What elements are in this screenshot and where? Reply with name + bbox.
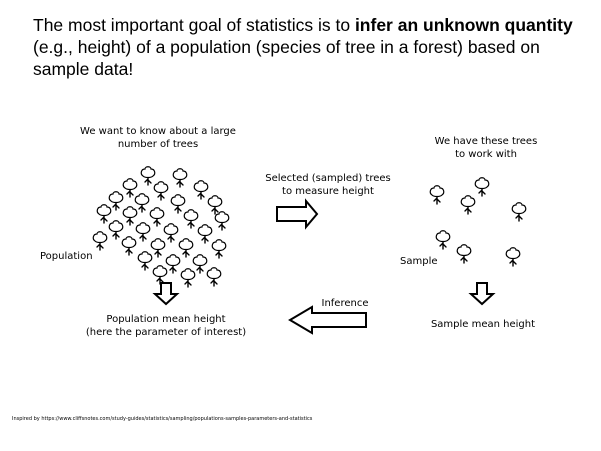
tree-icon (170, 194, 186, 214)
tree-icon (121, 236, 137, 256)
tree-icon (456, 244, 472, 264)
tree-icon (460, 195, 476, 215)
title-text-part1: The most important goal of statistics is… (33, 15, 355, 35)
tree-icon (149, 207, 165, 227)
arrow-left-icon (288, 305, 367, 335)
tree-icon (92, 231, 108, 251)
tree-icon (180, 268, 196, 288)
arrow-down-icon (468, 282, 496, 306)
sample-caption-line1: We have these trees (434, 136, 538, 147)
title-text-part2: (e.g., height) of a population (species … (33, 37, 540, 79)
tree-icon (211, 239, 227, 259)
tree-icon (214, 211, 230, 231)
tree-icon (192, 254, 208, 274)
tree-icon (505, 247, 521, 267)
tree-icon (435, 230, 451, 250)
population-label: Population (40, 251, 93, 262)
tree-icon (96, 204, 112, 224)
population-mean-line2: (here the parameter of interest) (85, 327, 247, 338)
tree-icon (108, 220, 124, 240)
inference-label: Inference (321, 298, 369, 309)
slide-title: The most important goal of statistics is… (33, 14, 585, 80)
tree-icon (122, 206, 138, 226)
tree-icon (172, 168, 188, 188)
selected-caption-line1: Selected (sampled) trees (265, 173, 391, 184)
arrow-right-icon (276, 198, 319, 230)
tree-icon (193, 180, 209, 200)
population-mean-line1: Population mean height (106, 314, 226, 325)
tree-icon (163, 223, 179, 243)
population-mean-caption: Population mean height (here the paramet… (76, 313, 256, 339)
tree-icon (122, 178, 138, 198)
tree-icon (134, 193, 150, 213)
tree-icon (140, 166, 156, 186)
source-footnote: Inspired by https://www.cliffsnotes.com/… (12, 416, 313, 422)
tree-icon (197, 224, 213, 244)
population-caption: We want to know about a large number of … (58, 125, 258, 151)
population-tree-cluster (92, 166, 230, 288)
sample-label: Sample (400, 256, 438, 267)
sample-mean-label: Sample mean height (430, 319, 536, 330)
sample-trees (429, 177, 527, 267)
tree-icon (152, 265, 168, 285)
tree-icon (137, 251, 153, 271)
tree-icon (206, 267, 222, 287)
tree-icon (165, 254, 181, 274)
tree-icon (135, 222, 151, 242)
tree-icon (511, 202, 527, 222)
tree-icon (183, 209, 199, 229)
sample-caption: We have these trees to work with (396, 135, 576, 161)
arrow-down-icon (152, 282, 180, 306)
tree-icon (429, 185, 445, 205)
title-text-bold: infer an unknown quantity (354, 15, 573, 35)
population-caption-line1: We want to know about a large (80, 126, 236, 137)
tree-icon (207, 195, 223, 215)
selected-caption-line2: to measure height (282, 186, 374, 197)
tree-icon (178, 238, 194, 258)
tree-icon (108, 191, 124, 211)
population-caption-line2: number of trees (117, 139, 199, 150)
tree-icon (153, 181, 169, 201)
selected-caption: Selected (sampled) trees to measure heig… (253, 172, 403, 198)
tree-icon (474, 177, 490, 197)
tree-icon (150, 238, 166, 258)
sample-caption-line2: to work with (455, 149, 517, 160)
